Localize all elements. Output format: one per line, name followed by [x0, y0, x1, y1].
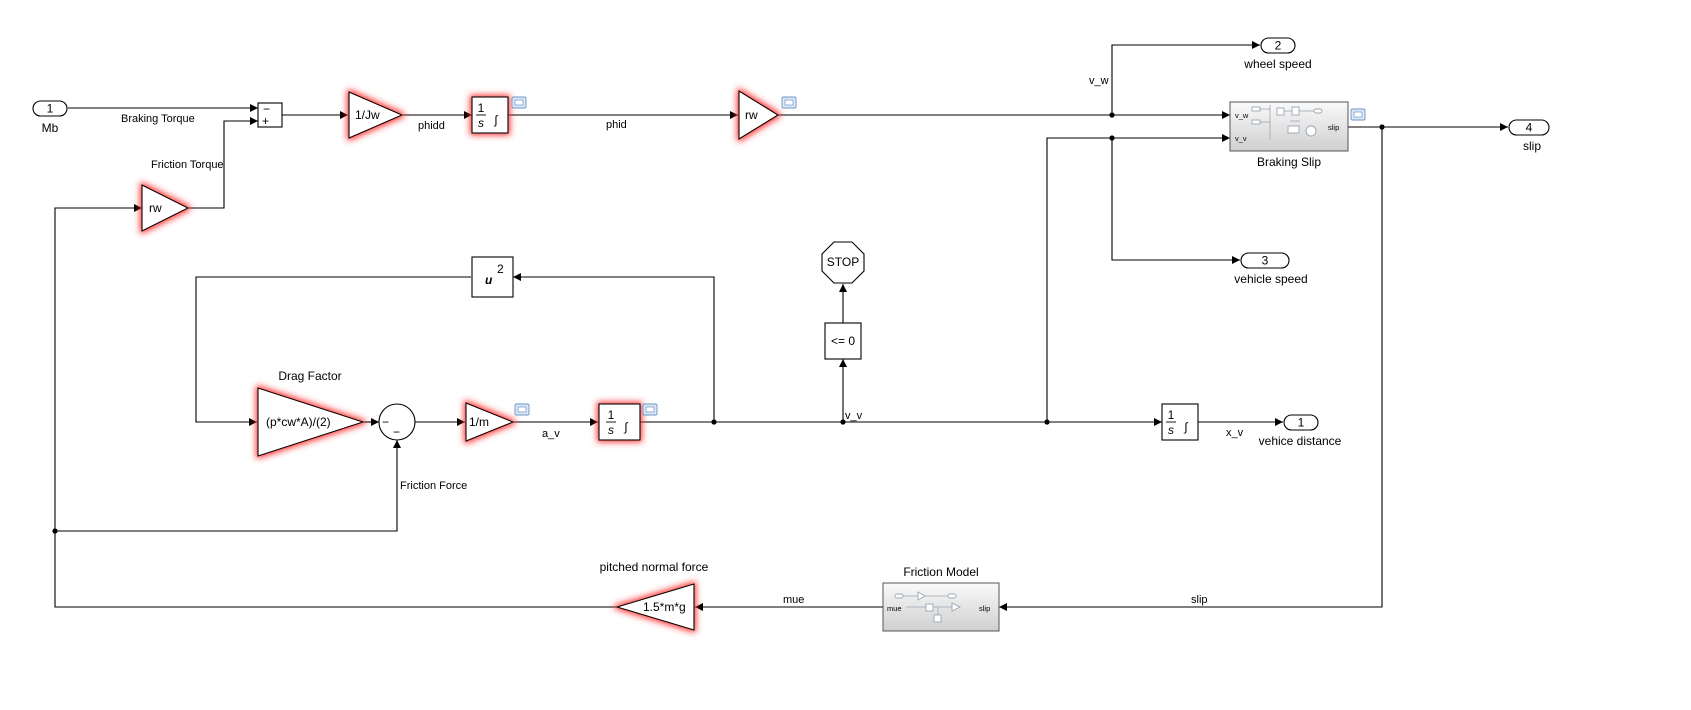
friction-model-port-slip: slip [979, 604, 990, 613]
signal-label-friction-torque: Friction Torque [151, 159, 224, 171]
gain-inverse-m-label: 1/m [469, 415, 489, 429]
branch-point-slip [1379, 124, 1385, 130]
square-block-exponent: 2 [497, 262, 504, 276]
sum-block-torque[interactable]: − + [257, 102, 283, 128]
outport-wheel-speed-number: 2 [1275, 39, 1282, 53]
branch-points [52, 112, 1385, 534]
integrator-xv-denominator: s [1168, 423, 1174, 437]
sum-block-torque-plus: + [262, 114, 269, 128]
gain-rw-friction[interactable]: rw [141, 184, 190, 232]
braking-slip-port-slip: slip [1328, 123, 1339, 132]
integrator-vv-symbol: ∫ [623, 420, 628, 434]
drag-factor-label: Drag Factor [278, 369, 341, 383]
branch-point-vw [1109, 112, 1115, 118]
subsystem-friction-model[interactable]: mue slip Friction Model [882, 565, 1000, 632]
viewer-icon[interactable] [511, 96, 527, 109]
outport-wheel-speed-label: wheel speed [1243, 57, 1311, 71]
outport-vehice-distance[interactable]: 1 vehice distance [1259, 414, 1342, 448]
branch-point-vv-right [1044, 419, 1050, 425]
gain-inverse-m[interactable]: 1/m [465, 402, 515, 442]
integrator-phid-numerator: 1 [478, 101, 485, 115]
integrator-xv-numerator: 1 [1168, 408, 1175, 422]
square-block[interactable]: u 2 [471, 256, 514, 298]
outport-vehice-distance-number: 1 [1298, 416, 1305, 430]
outport-slip[interactable]: 4 slip [1508, 119, 1550, 153]
gain-inverse-jw[interactable]: 1/Jw [348, 91, 404, 139]
viewer-icon[interactable] [1350, 108, 1366, 121]
pitched-normal-force-label: pitched normal force [600, 560, 709, 574]
signal-label-av: a_v [542, 428, 560, 440]
gain-normal-force[interactable]: 1.5*m*g [615, 583, 695, 631]
compare-to-zero-label: <= 0 [831, 334, 855, 348]
outport-vehice-distance-label: vehice distance [1259, 434, 1342, 448]
sum-block-force-minus-bottom: − [393, 425, 400, 439]
integrator-phid-symbol: ∫ [493, 113, 498, 127]
sum-block-torque-minus: − [263, 102, 270, 116]
branch-point-normal-force [52, 528, 58, 534]
signal-label-braking-torque: Braking Torque [121, 113, 195, 125]
sum-block-force-minus-left: − [382, 415, 389, 429]
signal-label-xv: x_v [1226, 427, 1244, 439]
signal-label-slip: slip [1191, 594, 1208, 606]
braking-slip-port-vw: v_w [1235, 111, 1249, 120]
branch-point-vv-left [711, 419, 717, 425]
branch-point-vv-stop [840, 419, 846, 425]
braking-slip-port-vv: v_v [1235, 134, 1247, 143]
integrator-vv-numerator: 1 [608, 408, 615, 422]
gain-rw-friction-label: rw [149, 201, 162, 215]
gain-inverse-jw-label: 1/Jw [355, 108, 380, 122]
integrator-xv[interactable]: 1 s ∫ [1161, 403, 1199, 441]
viewer-icon[interactable] [781, 96, 797, 109]
gain-rw-wheel[interactable]: rw [738, 90, 780, 140]
signal-lines [54, 41, 1508, 611]
signal-label-phidd: phidd [418, 120, 445, 132]
gain-rw-wheel-label: rw [745, 108, 758, 122]
inport-mb[interactable]: 1 Mb [32, 100, 68, 135]
signal-label-vv: v_v [845, 410, 863, 422]
signal-label-mue: mue [783, 594, 804, 606]
stop-block[interactable]: STOP [821, 241, 865, 284]
viewer-icon[interactable] [514, 403, 530, 416]
branch-point-vv-upper [1109, 135, 1115, 141]
integrator-phid-denominator: s [478, 116, 484, 130]
signal-label-phid: phid [606, 119, 627, 131]
viewer-icon[interactable] [642, 403, 658, 416]
outport-vehicle-speed-label: vehicle speed [1234, 272, 1307, 286]
friction-model-preview-icon [894, 591, 962, 623]
outport-slip-number: 4 [1526, 121, 1533, 135]
gain-drag-factor[interactable]: (p*cw*A)/(2) [257, 387, 365, 457]
outport-slip-label: slip [1523, 139, 1541, 153]
friction-model-port-mue: mue [887, 604, 902, 613]
signal-label-vw: v_w [1089, 75, 1109, 87]
braking-slip-preview-icon [1251, 105, 1323, 140]
square-block-base: u [485, 273, 493, 287]
integrator-vv[interactable]: 1 s ∫ [598, 403, 641, 441]
integrator-vv-denominator: s [608, 423, 614, 437]
friction-model-label: Friction Model [903, 565, 978, 579]
inport-mb-label: Mb [42, 121, 59, 135]
signal-label-friction-force: Friction Force [400, 480, 467, 492]
stop-block-label: STOP [827, 255, 859, 269]
braking-slip-label: Braking Slip [1257, 155, 1321, 169]
integrator-xv-symbol: ∫ [1183, 420, 1188, 434]
compare-to-zero-block[interactable]: <= 0 [824, 322, 862, 360]
outport-vehicle-speed-number: 3 [1262, 254, 1269, 268]
gain-drag-factor-label: (p*cw*A)/(2) [266, 415, 331, 429]
sum-block-force[interactable]: − − [378, 403, 416, 441]
integrator-phid[interactable]: 1 s ∫ [471, 96, 509, 134]
inport-mb-number: 1 [47, 102, 54, 116]
outport-vehicle-speed[interactable]: 3 vehicle speed [1234, 252, 1308, 286]
subsystem-braking-slip[interactable]: v_w v_v slip Braking Slip [1229, 101, 1349, 169]
outport-wheel-speed[interactable]: 2 wheel speed [1243, 37, 1312, 71]
signal-viewer-badges [511, 96, 1366, 416]
gain-normal-force-label: 1.5*m*g [643, 600, 686, 614]
